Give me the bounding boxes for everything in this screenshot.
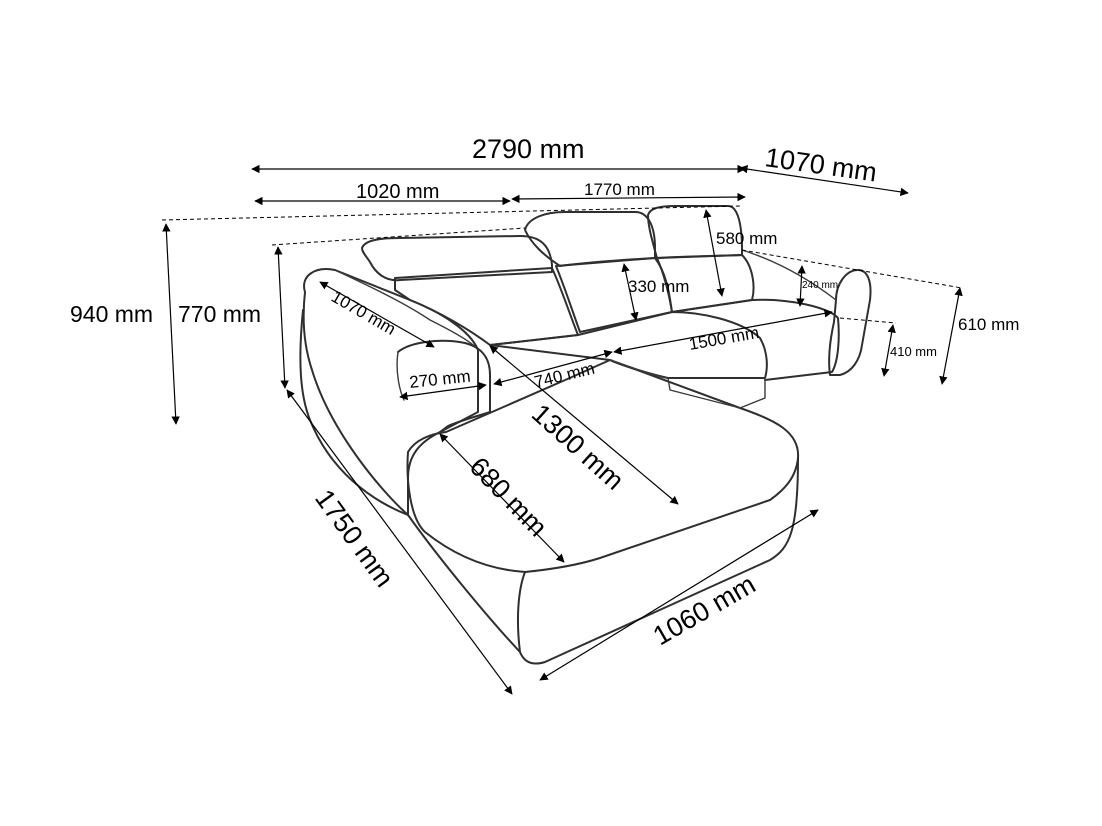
- label-chaise-seat-length: 1300 mm: [526, 398, 630, 496]
- dim-line-armrest-height: [939, 287, 963, 385]
- label-armrest-top: 240 mm: [802, 280, 838, 291]
- guide-top-height: [161, 205, 741, 221]
- chaise-base-side: [407, 514, 521, 653]
- label-seat-span: 740 mm: [532, 359, 596, 392]
- label-chaise-back-length: 1070 mm: [328, 287, 399, 339]
- right-armrest-inner: [741, 249, 837, 301]
- dim-line-seat-width: [613, 309, 833, 355]
- label-sofa-module: 1770 mm: [584, 180, 655, 199]
- dim-line-seat-height: [881, 324, 896, 377]
- dim-line-height: [274, 246, 289, 389]
- dim-line-max-height: [162, 223, 180, 425]
- chaise-base-left: [299, 309, 409, 516]
- right-armrest: [828, 269, 872, 376]
- dim-line-arm-top: [796, 265, 806, 307]
- label-total-width: 2790 mm: [472, 134, 585, 164]
- dim-line-headrest: [703, 209, 725, 297]
- label-chaise-seat-width: 680 mm: [464, 451, 553, 542]
- guide-seat: [839, 317, 897, 324]
- dim-line-chaise-back: [319, 281, 435, 348]
- dimension-lines: [161, 164, 963, 695]
- label-chaise-length: 1750 mm: [309, 484, 399, 593]
- label-headrest-height: 580 mm: [716, 229, 777, 248]
- guide-arm-top: [741, 249, 963, 289]
- dim-line-chaise-seat-length: [489, 345, 679, 505]
- seat-front-right: [739, 379, 766, 409]
- label-seat-width: 1500 mm: [687, 323, 760, 354]
- dim-line-sofa-module: [511, 192, 746, 204]
- dim-line-chaise-length: [286, 389, 513, 695]
- dim-line-chaise-width: [539, 509, 819, 681]
- arm-block-front: [396, 351, 405, 401]
- seat-cushion-right: [671, 298, 840, 381]
- label-chaise-module: 1020 mm: [356, 181, 439, 203]
- dim-line-end-depth: [739, 164, 909, 197]
- label-height: 770 mm: [178, 301, 261, 327]
- label-backrest-height: 330 mm: [628, 277, 689, 296]
- label-chaise-width: 1060 mm: [648, 569, 760, 651]
- label-armrest-height: 610 mm: [958, 315, 1019, 334]
- label-end-depth: 1070 mm: [763, 142, 879, 187]
- chaise-back-panel: [302, 268, 479, 516]
- label-max-height: 940 mm: [70, 301, 153, 327]
- label-seat-height: 410 mm: [890, 344, 937, 359]
- headrest-middle: [524, 211, 656, 267]
- guide-second-height: [271, 227, 526, 246]
